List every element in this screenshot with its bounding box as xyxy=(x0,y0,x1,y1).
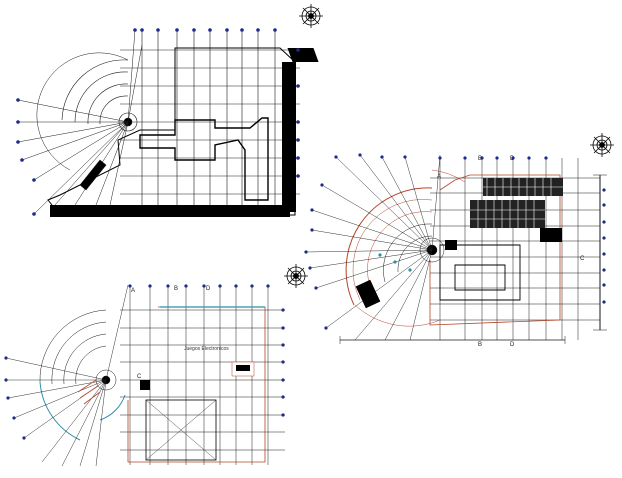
axis-tag: B xyxy=(478,156,482,162)
north-arrow-icon xyxy=(299,4,323,28)
north-arrow-icon xyxy=(284,264,308,288)
axis-tag: C xyxy=(580,256,585,262)
axis-tag: A xyxy=(131,288,135,294)
axis-tag: B xyxy=(478,342,482,348)
room-outline xyxy=(145,399,217,461)
seating-pattern xyxy=(470,178,563,228)
axis-tag: B xyxy=(174,286,178,292)
axis-tag: D xyxy=(510,342,515,348)
inner-wall xyxy=(139,117,269,201)
radial-lines xyxy=(305,154,441,341)
seating-block xyxy=(470,178,563,228)
grid-horizontal xyxy=(120,49,300,195)
north-arrow-icon xyxy=(590,133,614,157)
axis-tag: D xyxy=(510,156,515,162)
spiral-stair xyxy=(36,52,138,171)
radial-lines xyxy=(17,29,143,215)
axis-tag: A xyxy=(437,174,441,180)
wall-bottom xyxy=(50,205,290,217)
axis-dots xyxy=(4,284,285,440)
ramp xyxy=(79,159,107,191)
axis-dots xyxy=(16,28,300,216)
plan-bottom-left: A B D C Juegos Electronicos xyxy=(4,284,285,467)
ramp xyxy=(355,279,381,309)
axis-tag: C xyxy=(137,374,142,380)
building-outline xyxy=(429,174,561,326)
room-label: Juegos Electronicos xyxy=(184,346,229,352)
interior-walls xyxy=(439,244,521,301)
wall-right xyxy=(282,62,296,212)
grid-vertical xyxy=(129,286,269,465)
axis-dots xyxy=(304,153,606,330)
plan-right: A B D C B D xyxy=(304,153,607,348)
plan-top-left xyxy=(16,28,319,217)
axis-tag: D xyxy=(206,286,211,292)
column-block xyxy=(540,228,562,242)
wall-top-right xyxy=(287,48,319,62)
